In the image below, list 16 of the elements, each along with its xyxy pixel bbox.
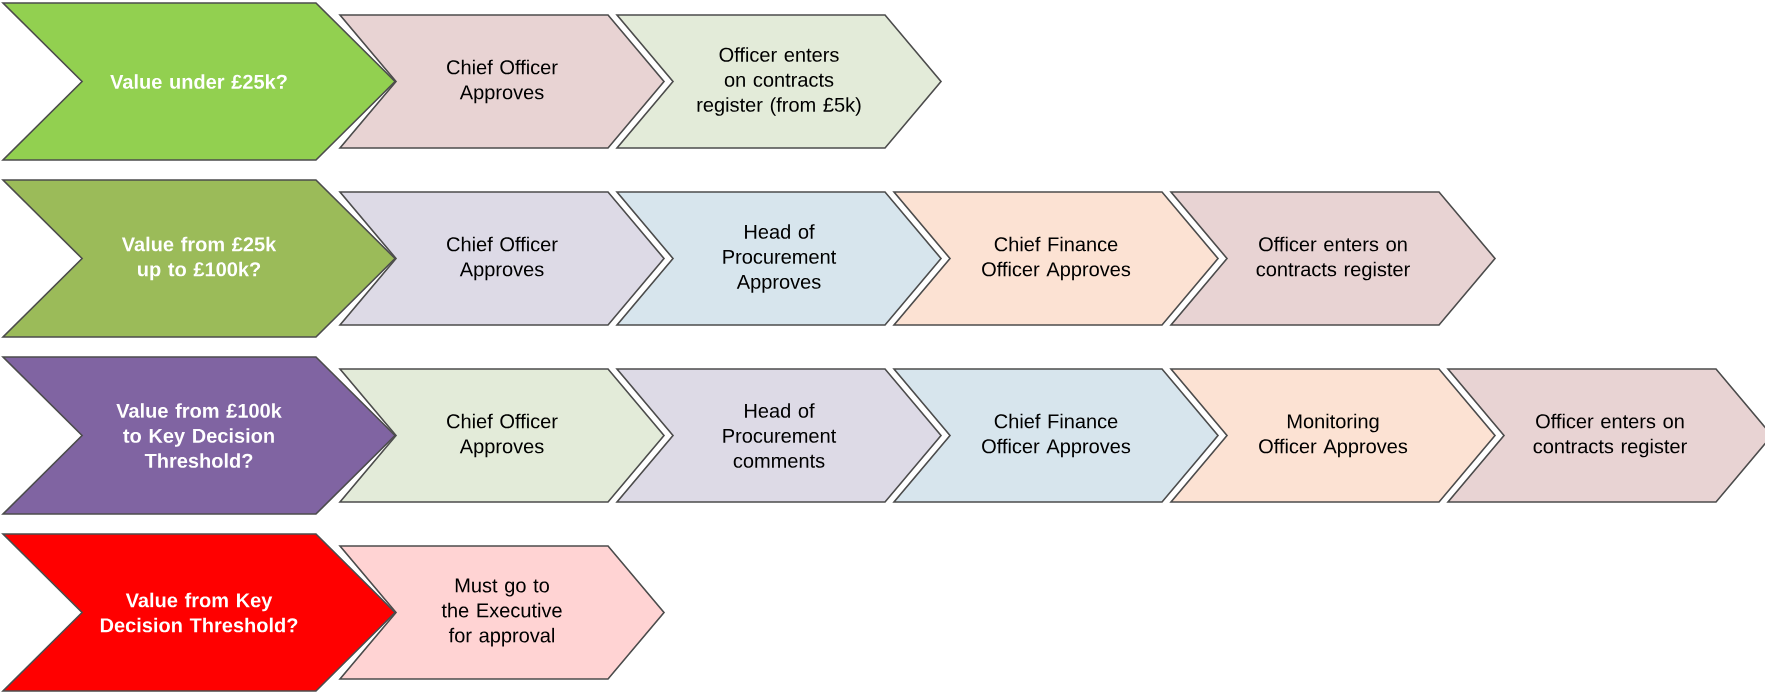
decision-step: Value from Key Decision Threshold?	[1, 533, 397, 692]
process-step: Chief Officer Approves	[338, 368, 666, 503]
process-step: Officer enters on contracts register	[1446, 368, 1765, 503]
process-step: Monitoring Officer Approves	[1169, 368, 1497, 503]
process-step: Officer enters on contracts register	[1169, 191, 1497, 326]
decision-step: Value from £100k to Key Decision Threshold?	[1, 356, 397, 515]
process-step: Head of Procurement comments	[615, 368, 943, 503]
decision-step: Value from £25k up to £100k?	[1, 179, 397, 338]
process-step: Officer enters on contracts register (from £5k)	[615, 14, 943, 149]
process-step: Chief Finance Officer Approves	[892, 191, 1220, 326]
process-step: Must go to the Executive for approval	[338, 545, 666, 680]
process-step: Chief Officer Approves	[338, 14, 666, 149]
process-step: Chief Finance Officer Approves	[892, 368, 1220, 503]
process-step: Chief Officer Approves	[338, 191, 666, 326]
process-step: Head of Procurement Approves	[615, 191, 943, 326]
decision-step: Value under £25k?	[1, 2, 397, 161]
